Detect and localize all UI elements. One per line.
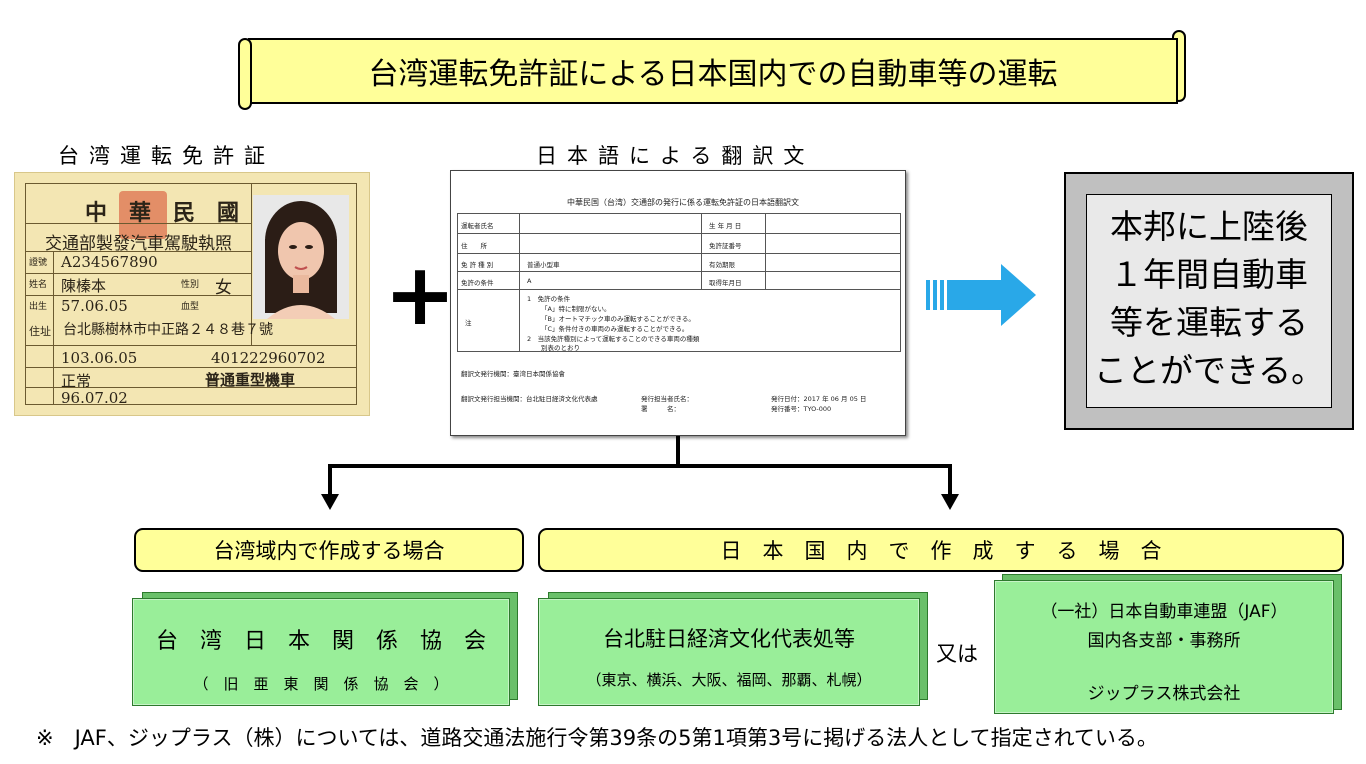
doc-footer-seal: 署 名：	[641, 405, 680, 413]
blood-label: 血型	[181, 302, 200, 312]
license-expiry: 96.07.02	[61, 389, 128, 407]
row-notes-label: 注	[465, 319, 472, 327]
portrait-image	[253, 195, 349, 319]
doc-footer-person: 発行担当者氏名：	[641, 395, 693, 403]
taipei-office-cities: （東京、横浜、大阪、福岡、那覇、札幌）	[586, 671, 872, 689]
address-label: 住址	[29, 325, 51, 338]
result-line: ことができる。	[1093, 351, 1325, 390]
footnote: ※ JAF、ジップラス（株）については、道路交通法施行令第39条の5第1項第3号…	[36, 726, 1158, 750]
translation-caption: 日本語による翻訳文	[536, 144, 815, 168]
note-line: 2 当該免許種別によって運転することのできる車両の種類	[527, 335, 700, 343]
note-line: 「B」オートマチック車のみ運転することができる。	[541, 315, 695, 323]
note-line: 別表のとおり	[541, 344, 580, 352]
japan-branch-header: 日 本 国 内 で 作 成 す る 場 合	[538, 528, 1344, 572]
taiwan-branch-header: 台湾域内で作成する場合	[134, 528, 524, 572]
license-control-number: 401222960702	[211, 349, 326, 367]
row-cond-label: 免許の条件	[461, 279, 494, 287]
note-line: 「C」条件付きの車両のみ運転することができる。	[541, 325, 689, 333]
sex-label: 性別	[181, 280, 200, 290]
doc-title: 中華民国（台湾）交通部の発行に係る運転免許証の日本語翻訳文	[567, 198, 799, 207]
doc-footer-agency: 翻訳文発行担当機関：台北駐日経済文化代表處	[461, 395, 598, 403]
translation-document: 中華民国（台湾）交通部の発行に係る運転免許証の日本語翻訳文 運転者氏名 生 年 …	[450, 170, 906, 436]
number-label: 證號	[29, 258, 48, 268]
row-driver-name: 運転者氏名	[461, 222, 494, 230]
license-issue-date: 103.06.05	[61, 349, 138, 367]
row-type-label: 免 許 種 別	[461, 261, 494, 269]
license-sex: 女	[215, 278, 232, 298]
taipei-office-name: 台北駐日経済文化代表処等	[603, 627, 855, 651]
row-birth: 生 年 月 日	[709, 222, 742, 230]
result-box: 本邦に上陸後 １年間自動車 等を運転する ことができる。	[1086, 194, 1332, 408]
license-class: 普通重型機車	[205, 371, 296, 389]
jaf-name: （一社）日本自動車連盟（JAF）	[1040, 602, 1288, 622]
jaf-box: （一社）日本自動車連盟（JAF） 国内各支部・事務所 ジップラス株式会社	[994, 580, 1334, 714]
row-license-no: 免許証番号	[709, 242, 742, 250]
row-cond-value: A	[527, 277, 532, 285]
doc-footer-number: 発行番号：TYO-000	[771, 405, 832, 413]
license-seal	[119, 191, 167, 239]
driver-photo	[253, 195, 349, 319]
plus-sign: +	[384, 245, 457, 345]
taiwan-license-card: 中 華 民 國 交通部製發汽車駕駛執照 證號 A234567890 姓名 陳榛本…	[14, 172, 370, 416]
row-type-value: 普通小型車	[527, 261, 560, 269]
title-banner: 台湾運転免許証による日本国内での自動車等の運転	[248, 38, 1178, 104]
doc-issuer: 翻訳文発行機関：臺湾日本関係協會	[461, 370, 565, 378]
license-caption: 台湾運転免許証	[58, 144, 275, 168]
banner-scroll-left	[238, 38, 252, 110]
row-address: 住 所	[461, 242, 487, 250]
note-line: 1 免許の条件	[527, 295, 571, 303]
note-line: 「A」特に制限がない。	[541, 305, 611, 313]
taipei-office-box: 台北駐日経済文化代表処等 （東京、横浜、大阪、福岡、那覇、札幌）	[538, 598, 920, 706]
jaf-branches: 国内各支部・事務所	[1087, 631, 1241, 651]
right-arrow-icon	[926, 264, 1036, 326]
license-header: 中 華 民 國	[85, 200, 240, 226]
taiwan-org-former-name: （ 旧 亜 東 関 係 協 会 ）	[193, 675, 449, 693]
zipplus-name: ジップラス株式会社	[1087, 684, 1241, 704]
japan-header-label: 日 本 国 内 で 作 成 す る 場 合	[720, 539, 1162, 563]
name-label: 姓名	[29, 280, 48, 290]
taiwan-org-name: 台 湾 日 本 関 係 協 会	[155, 629, 486, 654]
taiwan-org-box: 台 湾 日 本 関 係 協 会 （ 旧 亜 東 関 係 協 会 ）	[132, 598, 510, 706]
or-label: 又は	[936, 642, 978, 666]
result-line: 本邦に上陸後	[1110, 207, 1308, 246]
license-status: 正常	[61, 372, 92, 390]
row-acquired: 取得年月日	[709, 279, 742, 287]
doc-footer-date: 発行日付：2017 年 06 月 05 日	[771, 395, 867, 403]
row-valid: 有効期限	[709, 261, 735, 269]
license-name: 陳榛本	[61, 277, 107, 295]
birth-label: 出生	[29, 302, 48, 312]
license-birth: 57.06.05	[61, 297, 128, 315]
taiwan-header-label: 台湾域内で作成する場合	[213, 539, 445, 563]
result-line: 等を運転する	[1110, 303, 1308, 342]
license-number: A234567890	[61, 253, 158, 271]
license-address: 台北縣樹林市中正路２４８巷７號	[63, 322, 273, 338]
license-frame	[25, 183, 357, 405]
license-agency: 交通部製發汽車駕駛執照	[45, 234, 232, 254]
page-title: 台湾運転免許証による日本国内での自動車等の運転	[368, 57, 1058, 92]
result-line: １年間自動車	[1110, 255, 1308, 294]
